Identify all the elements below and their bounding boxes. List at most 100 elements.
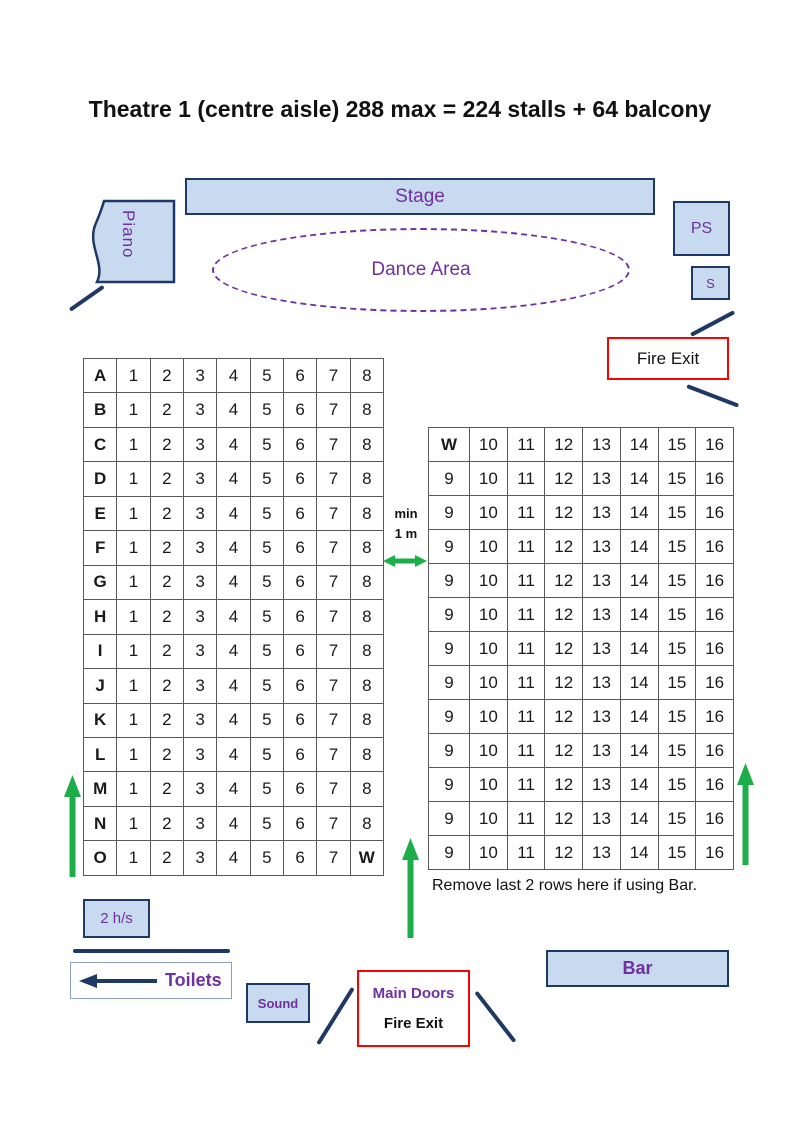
seat-cell: 4 (216, 426, 251, 463)
seat-cell: 2 (149, 736, 184, 773)
seat-cell: 8 (349, 702, 385, 738)
seat-cell: 10 (469, 631, 508, 666)
seat-cell: 8 (349, 461, 385, 497)
seat-cell: 13 (582, 699, 621, 734)
seat-cell: 16 (695, 461, 734, 496)
seat-cell: 8 (349, 771, 385, 807)
seat-cell: 3 (182, 599, 218, 635)
seat-cell: 4 (216, 392, 251, 428)
seat-cell: 5 (249, 564, 284, 601)
seat-cell: 2 (149, 668, 184, 704)
seat-cell: 6 (282, 736, 318, 773)
seat-cell: 6 (282, 564, 318, 601)
seat-cell: 3 (182, 357, 218, 394)
seat-cell: 6 (282, 426, 318, 463)
seat-cell: 5 (249, 461, 284, 497)
seat-cell: 6 (282, 357, 318, 394)
seat-cell: 13 (582, 495, 621, 530)
seat-cell: 14 (619, 801, 659, 836)
seat-cell: 2 (149, 357, 184, 394)
seat-cell: 8 (349, 564, 385, 601)
seat-cell: 2 (149, 564, 184, 601)
seat-cell: 14 (619, 461, 659, 496)
seat-cell: 4 (216, 530, 251, 566)
ps-box: PS (673, 201, 730, 256)
seat-cell: 15 (657, 461, 697, 496)
seat-cell: 13 (582, 461, 621, 496)
seat-cell: 1 (116, 702, 151, 738)
aisle-min-line1: min (394, 506, 418, 521)
seat-cell: 12 (544, 563, 584, 598)
seat-cell: 7 (316, 702, 351, 738)
seat-cell: 2 (149, 805, 184, 842)
fire-exit-right-label: Fire Exit (636, 348, 700, 368)
seat-cell: 15 (657, 631, 697, 666)
seat-cell: 7 (316, 805, 351, 842)
seat-cell: 7 (316, 736, 351, 773)
fire-exit-top-door-line (690, 310, 736, 337)
seat-cell: 16 (695, 767, 734, 802)
row-label: E (82, 495, 118, 532)
seat-cell: 4 (216, 495, 251, 532)
seat-cell: 1 (116, 426, 151, 463)
seat-cell: 11 (506, 767, 546, 802)
seat-cell: 4 (216, 736, 251, 773)
green-up-arrow-icon-left (64, 775, 81, 877)
seat-cell: 9 (428, 665, 470, 700)
seat-cell: 12 (544, 631, 584, 666)
sound-box: Sound (246, 983, 310, 1023)
seat-cell: 3 (182, 633, 218, 670)
seat-cell: 12 (544, 529, 584, 564)
seat-cell: 12 (544, 665, 584, 700)
seat-cell: 10 (469, 835, 508, 870)
seat-cell: 7 (316, 495, 351, 532)
seat-cell: 11 (506, 461, 546, 496)
seat-cell: 2 (149, 771, 184, 807)
sound-label: Sound (257, 995, 299, 1011)
seat-cell: 6 (282, 668, 318, 704)
seat-cell: 3 (182, 461, 218, 497)
seat-cell: 9 (428, 461, 470, 496)
seat-cell: 3 (182, 392, 218, 428)
seat-cell: 7 (316, 633, 351, 670)
seat-cell: 7 (316, 392, 351, 428)
main-doors-left-door-line (316, 986, 355, 1046)
toilets-label: Toilets (165, 970, 222, 990)
seat-cell: 5 (249, 840, 284, 876)
seat-cell: 7 (316, 599, 351, 635)
seat-cell: 15 (657, 699, 697, 734)
seat-cell: 6 (282, 461, 318, 497)
handset-box: 2 h/s (83, 899, 150, 938)
aisle-min-width-note: min 1 m (384, 504, 428, 543)
seat-cell: 7 (316, 530, 351, 566)
seat-cell: 12 (544, 835, 584, 870)
seat-cell: 6 (282, 599, 318, 635)
seat-cell: 4 (216, 668, 251, 704)
seat-cell: 8 (349, 805, 385, 842)
seat-cell: 6 (282, 392, 318, 428)
seat-cell: 6 (282, 702, 318, 738)
seat-cell: 12 (544, 767, 584, 802)
seat-cell: 10 (469, 665, 508, 700)
seat-cell: 6 (282, 530, 318, 566)
seat-cell: 15 (657, 427, 697, 462)
seat-cell: 14 (619, 427, 659, 462)
seat-cell: 12 (544, 427, 584, 462)
seat-cell: 4 (216, 805, 251, 842)
seat-cell: 5 (249, 495, 284, 532)
seat-cell: 14 (619, 665, 659, 700)
seat-cell: 13 (582, 801, 621, 836)
